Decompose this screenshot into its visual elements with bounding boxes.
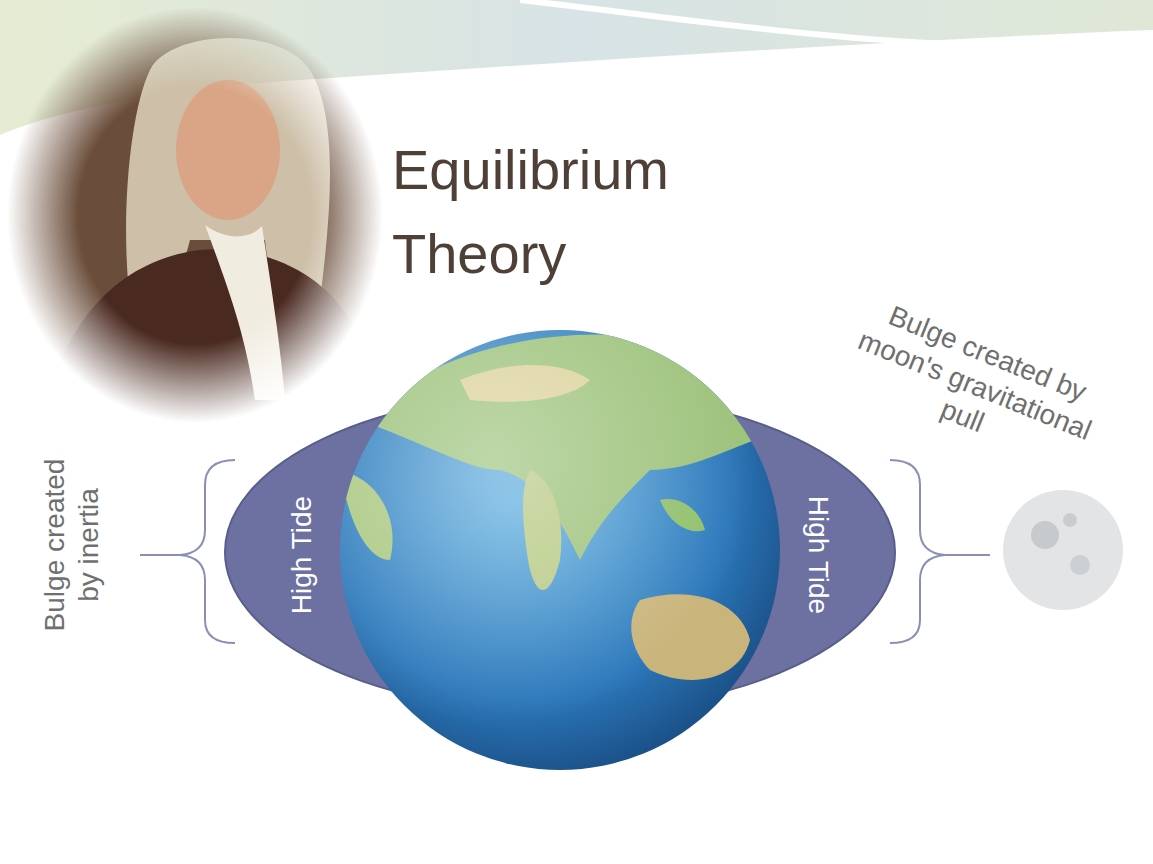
earth-globe xyxy=(340,330,790,770)
moon xyxy=(1003,490,1123,610)
moon-disc xyxy=(1003,490,1123,610)
tide-label: High Tide xyxy=(801,475,835,635)
right-leader xyxy=(945,554,990,556)
moon-crater xyxy=(1070,555,1090,575)
earth-ocean xyxy=(340,330,780,770)
earth-shine xyxy=(340,330,780,770)
tide-label: High Tide xyxy=(285,475,319,635)
portrait-coat xyxy=(40,249,385,430)
moon-crater xyxy=(1063,513,1077,527)
portrait-face xyxy=(176,80,280,220)
left-bracket xyxy=(180,460,235,643)
header-swoosh xyxy=(520,0,1153,47)
left-leader xyxy=(140,554,180,556)
right-bracket xyxy=(890,460,945,643)
newton-portrait xyxy=(0,0,390,430)
bulge-label: Bulge created by moon's gravitational pu… xyxy=(831,288,1119,483)
portrait-cravat xyxy=(205,225,285,400)
portrait-ground xyxy=(0,0,390,430)
bulge-label: Bulge created by inertia xyxy=(38,445,105,645)
slide-title: Equilibrium Theory xyxy=(392,128,722,296)
moon-crater xyxy=(1031,521,1059,549)
